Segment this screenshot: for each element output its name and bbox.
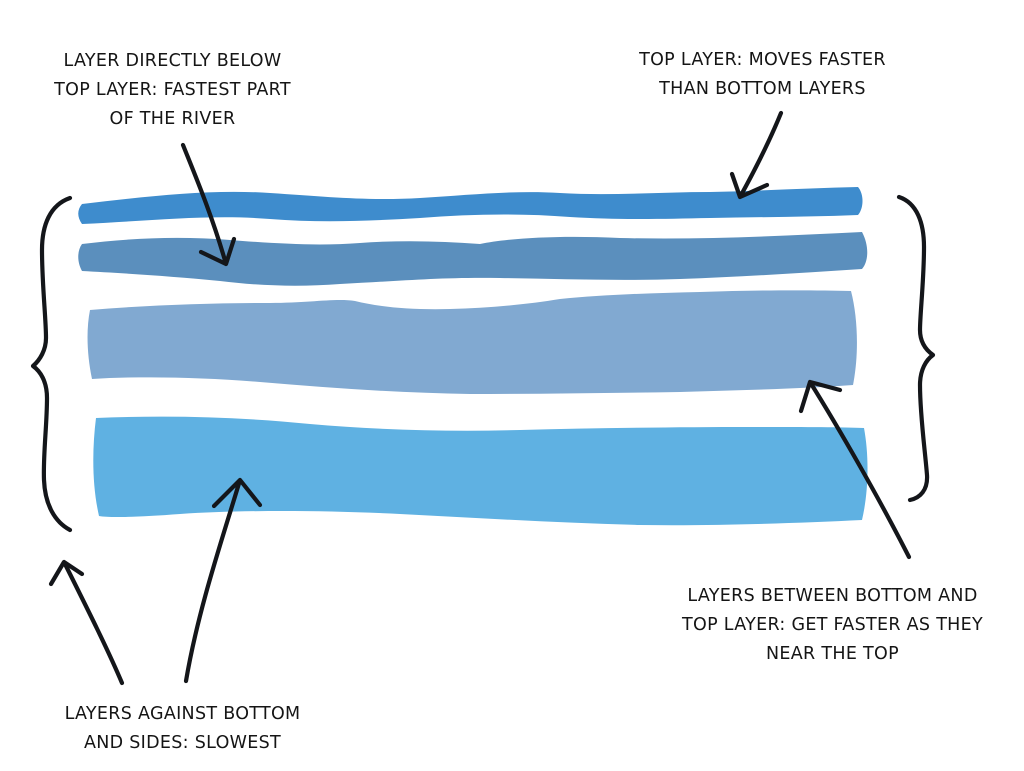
arrow-icon xyxy=(48,559,125,686)
label-line: LAYERS BETWEEN BOTTOM AND xyxy=(687,586,978,606)
label-line: OF THE RIVER xyxy=(109,109,236,129)
arrow-icon xyxy=(729,110,784,200)
label-line: TOP LAYER: FASTEST PART xyxy=(54,80,291,100)
middle-water-layer xyxy=(87,290,857,394)
label-line: LAYERS AGAINST BOTTOM xyxy=(64,704,301,724)
arrow-icon xyxy=(798,379,912,560)
label-line: LAYER DIRECTLY BELOW xyxy=(63,51,282,71)
label-line: NEAR THE TOP xyxy=(766,644,899,664)
second-water-layer xyxy=(78,232,868,286)
top-water-layer xyxy=(78,187,863,224)
label-line: AND SIDES: SLOWEST xyxy=(83,733,282,753)
label-line: THAN BOTTOM LAYERS xyxy=(659,79,866,99)
bottom-water-layer xyxy=(93,416,868,526)
label-line: TOP LAYER: GET FASTER AS THEY xyxy=(682,615,983,635)
arrow-icon xyxy=(180,142,237,267)
arrow-icon xyxy=(183,477,263,684)
label-top-layer: TOP LAYER: MOVES FASTER THAN BOTTOM LAYE… xyxy=(620,46,905,104)
label-layer-directly-below-top: LAYER DIRECTLY BELOW TOP LAYER: FASTEST … xyxy=(40,47,305,134)
label-layers-bottom-sides: LAYERS AGAINST BOTTOM AND SIDES: SLOWEST xyxy=(40,700,325,758)
label-line: TOP LAYER: MOVES FASTER xyxy=(639,50,886,70)
label-layers-between: LAYERS BETWEEN BOTTOM AND TOP LAYER: GET… xyxy=(655,582,1010,669)
left-brace-icon xyxy=(30,195,73,533)
right-brace-icon xyxy=(896,194,936,503)
